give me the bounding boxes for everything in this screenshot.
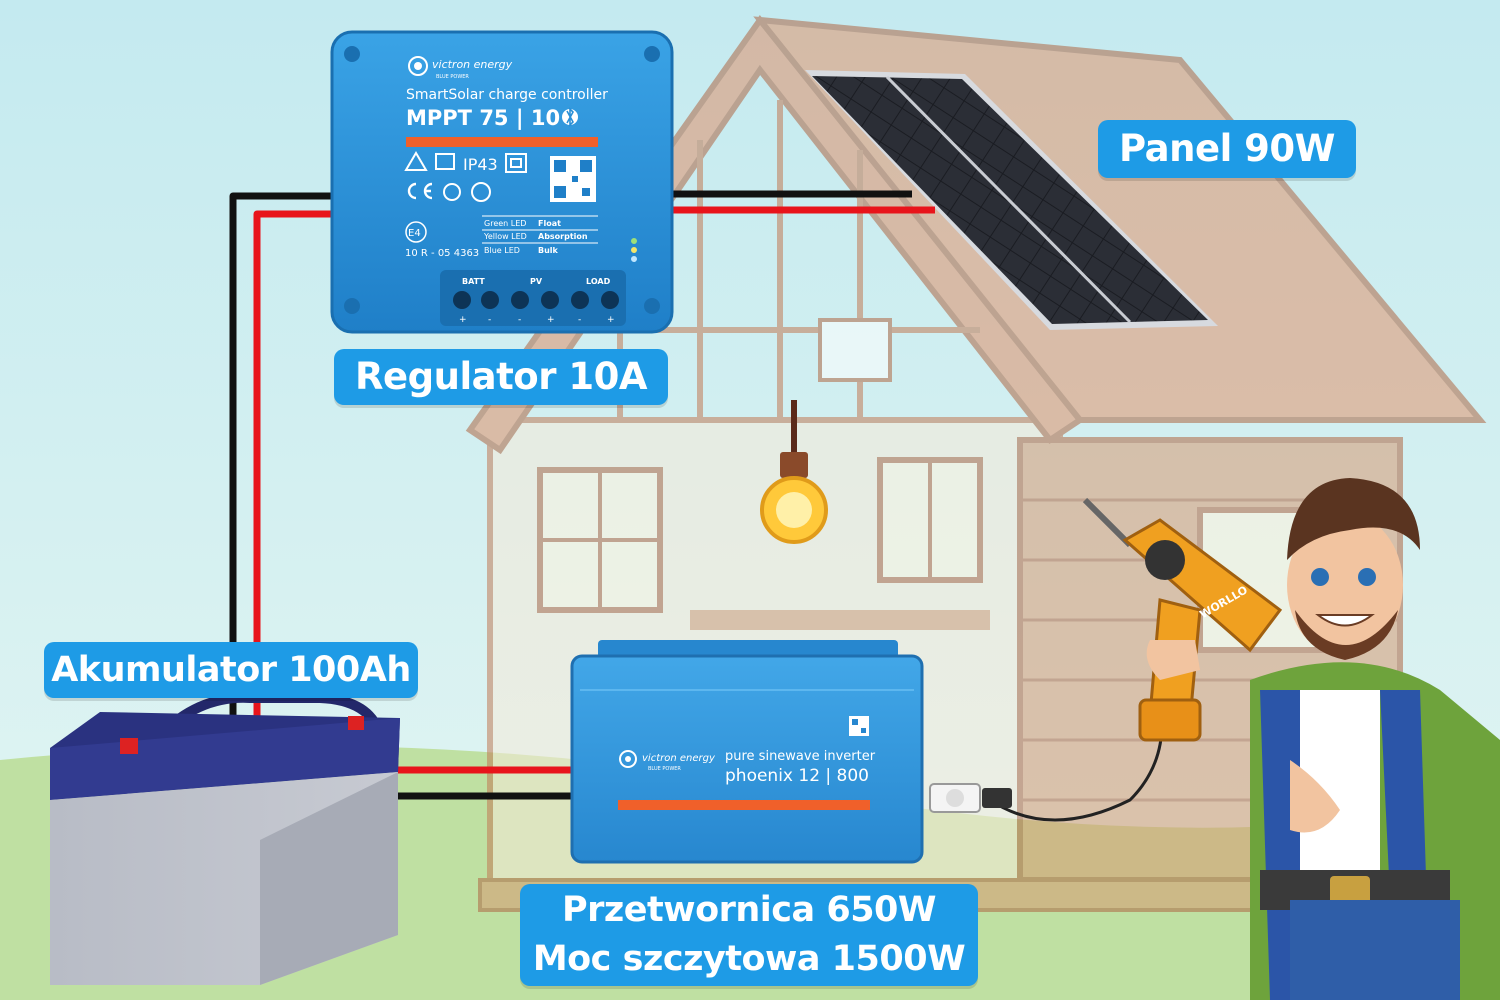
inverter-orange-stripe (618, 800, 870, 810)
qr-code-icon (550, 156, 596, 202)
certification-icon (443, 182, 491, 202)
bluetooth-icon (562, 107, 578, 127)
ce-mark-icon (407, 182, 433, 200)
terminal-label-batt: BATT (462, 277, 485, 286)
wire-battery-positive (253, 210, 334, 722)
battery (50, 692, 400, 985)
led-legend-yellow: Yellow LED (483, 232, 527, 241)
led-legend-bulk: Bulk (538, 246, 559, 255)
victron-logo-icon (408, 56, 428, 76)
worker-illustration (1250, 478, 1500, 1000)
polarity-3: - (518, 315, 521, 325)
terminal-screws (453, 291, 619, 309)
terminal-label-pv: PV (530, 277, 543, 286)
inverter-brand: victron energy (642, 753, 716, 764)
controller-model: MPPT 75 | 10 (406, 106, 560, 131)
regulator-label: Regulator 10A (334, 349, 668, 405)
polarity-4: + (547, 315, 555, 325)
wiring (229, 190, 1164, 822)
light-bulb-icon (760, 400, 828, 544)
panel-label: Panel 90W (1098, 120, 1356, 178)
polarity-6: + (607, 315, 615, 325)
warning-icon (404, 151, 428, 171)
led-legend-blue: Blue LED (484, 246, 520, 255)
inverter: victron energy BLUE POWER pure sinewave … (570, 640, 924, 864)
inverter-label-line2: Moc szczytowa 1500W (532, 939, 966, 979)
controller-orange-stripe (406, 137, 598, 147)
victron-logo-icon-inverter (619, 750, 637, 768)
controller-approval: 10 R - 05 4363 (405, 248, 479, 259)
controller-brand-sub: BLUE POWER (436, 74, 469, 80)
controller-product: SmartSolar charge controller (406, 87, 608, 103)
battery-terminal-negative (120, 738, 138, 754)
led-legend-absorption: Absorption (538, 232, 588, 241)
polarity-1: + (459, 315, 467, 325)
battery-label: Akumulator 100Ah (44, 642, 418, 698)
inverter-label: Przetwornica 650W Moc szczytowa 1500W (520, 884, 978, 986)
manual-icon (435, 153, 455, 170)
terminal-block (440, 270, 626, 326)
led-legend-float: Float (538, 219, 561, 228)
wire-battery-negative (229, 192, 334, 722)
inverter-model: phoenix 12 | 800 (725, 766, 869, 786)
controller-ip-rating: IP43 (463, 155, 498, 174)
inverter-brand-sub: BLUE POWER (648, 766, 681, 772)
qr-code-icon-inverter (849, 716, 869, 736)
controller-approval-mark: E4 (408, 228, 421, 239)
charge-controller: victron energy BLUE POWER SmartSolar cha… (330, 30, 674, 334)
terminal-label-load: LOAD (586, 277, 611, 286)
solar-panel (805, 70, 1218, 330)
inverter-label-line1: Przetwornica 650W (561, 890, 937, 930)
double-insulation-icon (505, 153, 527, 173)
led-legend-green: Green LED (484, 219, 526, 228)
power-socket-icon (929, 783, 1012, 813)
drill-icon: WORLLO (1082, 497, 1283, 742)
controller-brand: victron energy (432, 58, 513, 71)
inverter-product: pure sinewave inverter (725, 749, 876, 764)
battery-terminal-positive (348, 716, 364, 730)
polarity-2: - (488, 315, 491, 325)
polarity-5: - (578, 315, 581, 325)
status-led-icons (631, 238, 637, 262)
